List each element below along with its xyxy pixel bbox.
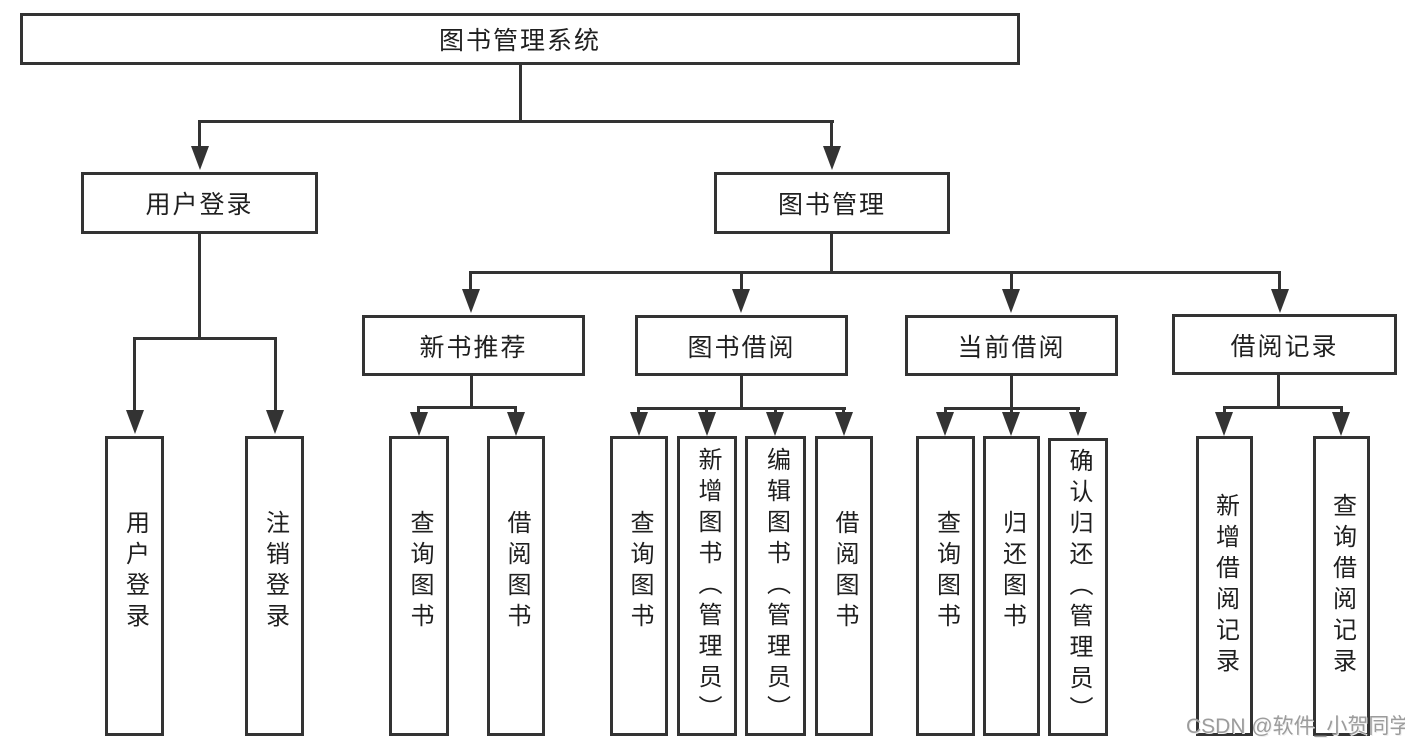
node-user-login-branch: 用户登录 <box>81 172 318 234</box>
connector-line <box>469 271 472 292</box>
connector-line <box>705 407 708 415</box>
leaf-label: 注销登录 <box>261 510 289 634</box>
node-label: 新书推荐 <box>419 333 528 362</box>
leaf-confirm-return-admin: 确认归还（管理员） <box>1048 438 1108 736</box>
connector-line <box>1277 375 1280 409</box>
leaf-label: 新增借阅记录 <box>1211 493 1239 679</box>
connector-line <box>740 376 743 410</box>
node-label: 用户登录 <box>145 191 254 219</box>
leaf-edit-book-admin: 编辑图书（管理员） <box>745 436 806 736</box>
connector-line <box>830 120 833 148</box>
node-label: 图书管理系统 <box>438 27 601 55</box>
arrow-down-icon <box>936 412 954 436</box>
connector-line <box>198 120 201 148</box>
leaf-label: 查询借阅记录 <box>1328 493 1356 679</box>
connector-line <box>1076 407 1079 415</box>
arrow-down-icon <box>1271 289 1289 313</box>
arrow-down-icon <box>823 146 841 170</box>
connector-line <box>133 337 277 340</box>
leaf-label: 归还图书 <box>998 510 1026 634</box>
connector-line <box>1010 407 1013 415</box>
connector-line <box>1010 271 1013 292</box>
connector-line <box>1340 406 1343 415</box>
node-library-management-system: 图书管理系统 <box>20 13 1020 65</box>
connector-line <box>842 407 845 415</box>
leaf-query-books-recommend: 查询图书 <box>389 436 449 736</box>
node-label: 图书借阅 <box>687 333 796 362</box>
node-book-borrowing: 图书借阅 <box>635 315 848 376</box>
node-new-book-recommendation: 新书推荐 <box>362 315 585 376</box>
leaf-label: 编辑图书（管理员） <box>762 446 790 726</box>
connector-line <box>198 234 201 338</box>
arrow-down-icon <box>507 412 525 436</box>
arrow-down-icon <box>126 410 144 434</box>
node-book-management-branch: 图书管理 <box>714 172 950 234</box>
watermark-text: CSDN @软件_小贺同学 <box>1186 715 1405 738</box>
arrow-down-icon <box>462 289 480 313</box>
connector-line <box>274 337 277 412</box>
connector-line <box>470 376 473 409</box>
connector-line <box>1010 376 1013 410</box>
node-current-borrowing: 当前借阅 <box>905 315 1118 376</box>
connector-line <box>469 271 1280 274</box>
arrow-down-icon <box>835 412 853 436</box>
connector-line <box>637 407 846 410</box>
arrow-down-icon <box>630 412 648 436</box>
arrow-down-icon <box>1069 412 1087 436</box>
arrow-down-icon <box>191 146 209 170</box>
arrow-down-icon <box>410 412 428 436</box>
connector-line <box>417 406 517 409</box>
node-label: 借阅记录 <box>1230 332 1339 361</box>
connector-line <box>944 407 947 415</box>
leaf-label: 借阅图书 <box>831 510 858 634</box>
arrow-down-icon <box>1002 412 1020 436</box>
connector-line <box>740 271 743 292</box>
leaf-return-book: 归还图书 <box>983 436 1040 736</box>
node-borrowing-records: 借阅记录 <box>1172 314 1397 375</box>
connector-line <box>417 406 420 415</box>
arrow-down-icon <box>266 410 284 434</box>
leaf-label: 借阅图书 <box>503 510 530 634</box>
arrow-down-icon <box>1332 412 1350 436</box>
leaf-label: 查询图书 <box>406 510 433 634</box>
leaf-query-books-current: 查询图书 <box>916 436 975 736</box>
leaf-add-book-admin: 新增图书（管理员） <box>677 436 737 736</box>
connector-line <box>133 337 136 412</box>
leaf-borrow-books-borrowing: 借阅图书 <box>815 436 873 736</box>
connector-line <box>830 234 833 274</box>
node-label: 当前借阅 <box>957 333 1066 362</box>
leaf-user-login: 用户登录 <box>105 436 164 736</box>
connector-line <box>1223 406 1226 415</box>
leaf-logout-login: 注销登录 <box>245 436 304 736</box>
leaf-label: 确认归还（管理员） <box>1065 447 1092 727</box>
connector-line <box>198 120 834 123</box>
leaf-label: 查询图书 <box>932 510 960 634</box>
arrow-down-icon <box>1002 289 1020 313</box>
connector-line <box>1278 271 1281 292</box>
arrow-down-icon <box>766 412 784 436</box>
connector-line <box>514 406 517 415</box>
leaf-add-borrow-record: 新增借阅记录 <box>1196 436 1253 736</box>
arrow-down-icon <box>698 412 716 436</box>
node-label: 图书管理 <box>777 191 886 219</box>
leaf-label: 用户登录 <box>121 510 149 634</box>
leaf-query-books-borrowing: 查询图书 <box>610 436 668 736</box>
arrow-down-icon <box>1215 412 1233 436</box>
connector-line <box>637 407 640 415</box>
leaf-label: 查询图书 <box>626 510 653 634</box>
leaf-label: 新增图书（管理员） <box>694 446 721 726</box>
connector-line <box>774 407 777 415</box>
leaf-borrow-books-recommend: 借阅图书 <box>487 436 545 736</box>
connector-line <box>519 65 522 120</box>
connector-line <box>1223 406 1343 409</box>
leaf-query-borrow-record: 查询借阅记录 <box>1313 436 1370 736</box>
arrow-down-icon <box>732 289 750 313</box>
